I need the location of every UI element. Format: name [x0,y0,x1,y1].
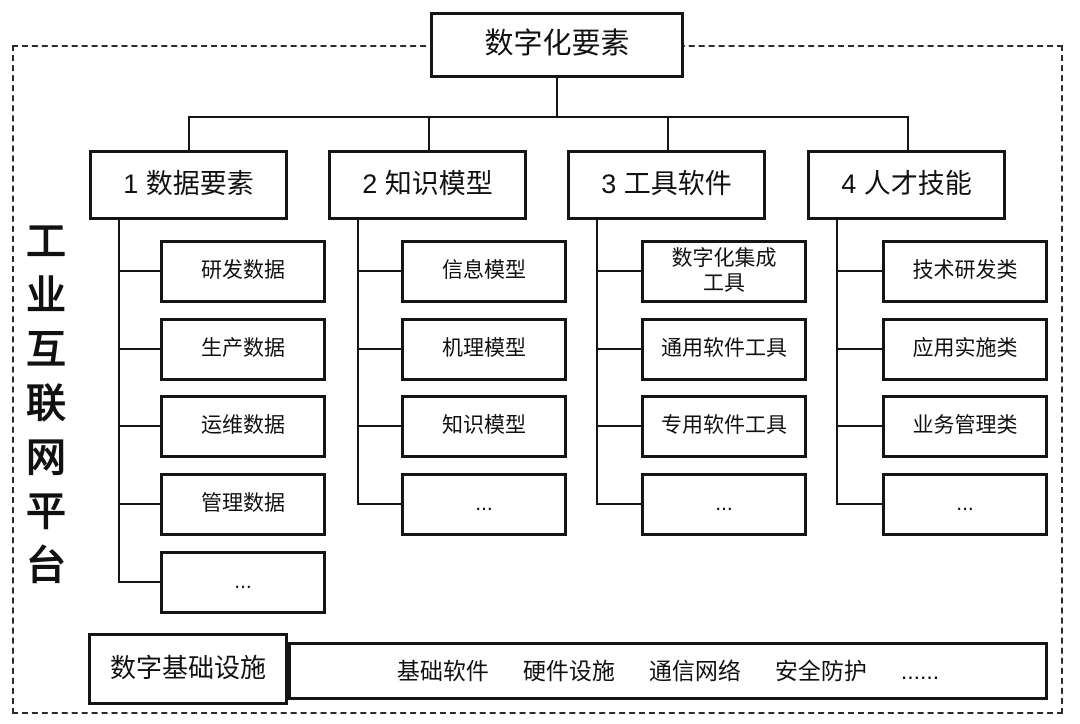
connector-trunk-col3 [596,218,598,505]
infrastructure-items-box: 基础软件 硬件设施 通信网络 安全防护 ...... [288,642,1048,700]
infrastructure-label-box: 数字基础设施 [88,633,288,705]
vertical-label-char: 工 [26,220,66,264]
connector-stub [596,503,643,505]
connector-drop-branch-2 [428,116,430,152]
node-knowledge-model: 知识模型 [401,395,567,458]
infra-item-basic-software: 基础软件 [396,657,489,684]
connector-stub [118,503,162,505]
connector-stub [357,503,403,505]
infra-item-security-protection: 安全防护 [774,657,867,684]
connector-stub [836,348,884,350]
connector-stub [596,348,643,350]
node-general-software-tools: 通用软件工具 [641,318,807,381]
connector-trunk-col2 [357,218,359,505]
vertical-label-char: 网 [26,436,66,480]
connector-drop-branch-1 [188,116,190,152]
node-tech-rd-class: 技术研发类 [882,240,1048,303]
node-om-data: 运维数据 [160,395,326,458]
vertical-label-char: 台 [26,544,66,588]
node-digital-integration-tools: 数字化集成 工具 [641,240,807,303]
branch-data-elements: 1 数据要素 [89,150,288,220]
connector-trunk-col4 [836,218,838,505]
connector-stub [836,503,884,505]
node-management-data: 管理数据 [160,473,326,536]
node-col2-more: ... [401,473,567,536]
infra-item-more: ...... [900,657,940,684]
node-information-model: 信息模型 [401,240,567,303]
connector-stub [596,270,643,272]
infra-item-hardware-facilities: 硬件设施 [522,657,615,684]
branch-knowledge-models: 2 知识模型 [328,150,527,220]
branch-tool-software: 3 工具软件 [567,150,766,220]
connector-stub [118,581,162,583]
node-rd-data: 研发数据 [160,240,326,303]
connector-stub [357,270,403,272]
connector-trunk-col1 [118,218,120,582]
node-business-mgmt-class: 业务管理类 [882,395,1048,458]
connector-stub [357,348,403,350]
connector-root-drop [556,78,558,118]
connector-stub [357,425,403,427]
connector-stub [836,270,884,272]
connector-stub [118,348,162,350]
infra-item-communication-network: 通信网络 [648,657,741,684]
connector-stub [596,425,643,427]
node-col4-more: ... [882,473,1048,536]
platform-vertical-label: 工 业 互 联 网 平 台 [22,222,70,586]
connector-drop-branch-3 [667,116,669,152]
branch-talent-skills: 4 人才技能 [807,150,1006,220]
vertical-label-char: 业 [26,274,66,318]
connector-drop-branch-4 [907,116,909,152]
vertical-label-char: 互 [26,328,66,372]
node-col3-more: ... [641,473,807,536]
connector-stub [118,270,162,272]
node-production-data: 生产数据 [160,318,326,381]
vertical-label-char: 平 [26,490,66,534]
root-digital-elements: 数字化要素 [430,12,684,78]
node-col1-more: ... [160,551,326,614]
node-application-impl-class: 应用实施类 [882,318,1048,381]
connector-stub [836,425,884,427]
connector-bus [188,116,909,118]
node-special-software-tools: 专用软件工具 [641,395,807,458]
node-mechanism-model: 机理模型 [401,318,567,381]
connector-stub [118,425,162,427]
vertical-label-char: 联 [26,382,66,426]
